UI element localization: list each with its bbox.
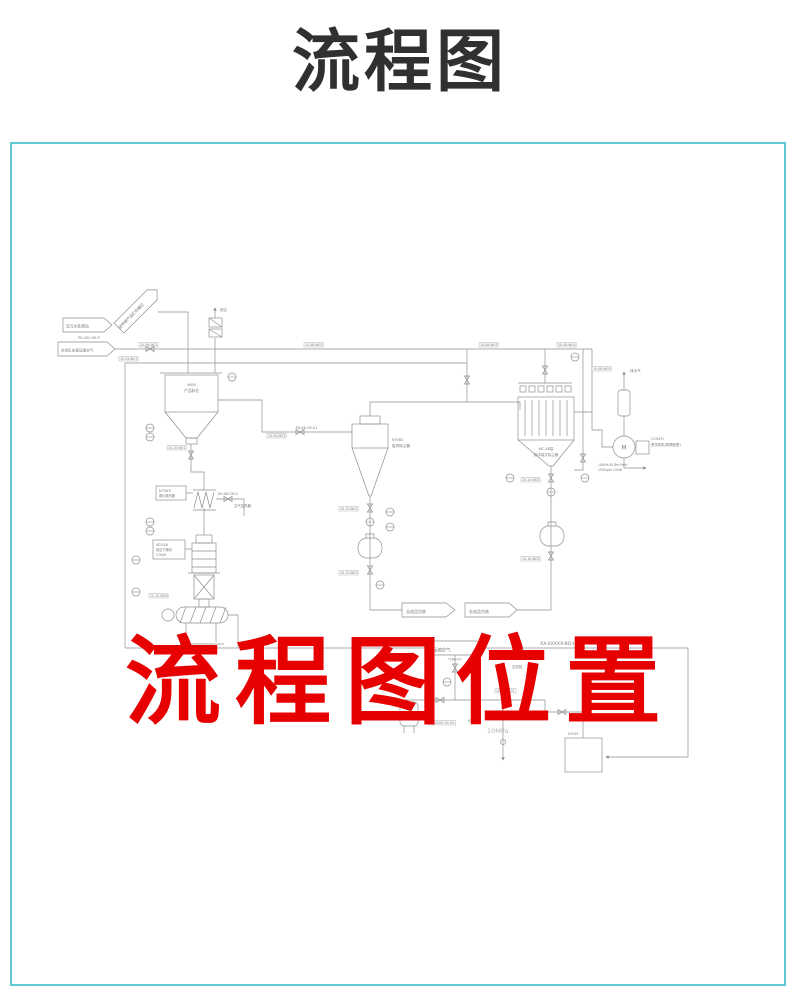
bottom-equipment: [399, 701, 603, 773]
svg-text:*50m³/h: *50m³/h: [448, 658, 462, 662]
svg-text:10-08-W03: 10-08-W03: [480, 343, 498, 347]
banner-compressed-air: [427, 640, 486, 656]
svg-text:翅片换热器: 翅片换热器: [159, 493, 176, 498]
svg-text:放空: 放空: [220, 307, 227, 312]
svg-text:10-08-W04: 10-08-W04: [558, 343, 576, 347]
svg-text:真空干燥机: 真空干燥机: [156, 547, 173, 552]
svg-text:10-08-W01: 10-08-W01: [140, 343, 158, 347]
svg-text:10-10-W06: 10-10-W06: [150, 594, 168, 598]
svg-text:10-10-W01: 10-10-W01: [168, 446, 186, 450]
svg-text:W08: W08: [187, 382, 196, 387]
cyclone-separator: [351, 415, 389, 497]
svg-text:罗茨风机(附隔音罩): 罗茨风机(附隔音罩): [651, 442, 681, 447]
pipelines: [115, 307, 689, 761]
svg-text:来自反应釜压缩空气: 来自反应釜压缩空气: [61, 348, 94, 353]
bag-filter: [517, 382, 575, 467]
svg-text:去成品包装: 去成品包装: [469, 608, 489, 614]
svg-text:PG-30C-HE-P: PG-30C-HE-P: [78, 336, 100, 340]
diagram-frame: [10, 142, 786, 986]
svg-text:10-10-W03: 10-10-W03: [340, 571, 358, 575]
svg-text:M7567I: M7567I: [159, 489, 171, 493]
svg-text:XX-XXXXX-BO-H1E: XX-XXXXX-BO-H1E: [540, 641, 582, 647]
svg-text:10-09-W02: 10-09-W02: [268, 434, 286, 438]
svg-text:M: M: [621, 445, 626, 452]
svg-text:10MPa: 10MPa: [487, 727, 509, 735]
svg-text:10-0000-00-00: 10-0000-00-00: [430, 721, 454, 725]
svg-text:10-08-W05: 10-08-W05: [593, 367, 611, 371]
svg-text:SH-08-GE12: SH-08-GE12: [218, 492, 238, 496]
svg-text:5.5kW: 5.5kW: [156, 553, 167, 557]
vacuum-dryer: [152, 534, 229, 645]
svg-text:MC-48袋: MC-48袋: [539, 446, 554, 451]
svg-text:C25XTI: C25XTI: [651, 437, 664, 441]
svg-text:1500rpm 22kW: 1500rpm 22kW: [598, 468, 622, 472]
svg-text:10-08-W02: 10-08-W02: [305, 343, 323, 347]
banner-product-out: [113, 289, 158, 334]
svg-text:KY545: KY545: [568, 732, 578, 736]
svg-text:空气加热器: 空气加热器: [234, 503, 252, 508]
watermark-text: 流程图位置: [125, 626, 675, 738]
svg-text:排大气: 排大气: [630, 368, 641, 373]
svg-text:10-09-W01: 10-09-W01: [120, 357, 138, 361]
svg-text:去成品包装: 去成品包装: [406, 608, 426, 614]
page-title: 流程图: [291, 23, 508, 102]
svg-text:KY562: KY562: [468, 719, 479, 723]
svg-text:脉冲袋式除尘器: 脉冲袋式除尘器: [534, 452, 559, 457]
banner-to-packing-2: [464, 602, 518, 618]
svg-text:PA-08-GE-01: PA-08-GE-01: [296, 426, 317, 430]
svg-text:产品料仓: 产品料仓: [184, 388, 199, 393]
product-hopper: [160, 317, 223, 445]
flow-banners: [57, 289, 518, 656]
svg-text:10-10-W02: 10-10-W02: [340, 507, 358, 511]
roots-blower: [612, 389, 650, 459]
discharge-vessels: [357, 521, 565, 559]
heat-exchanger: [155, 485, 216, 511]
svg-text:旋风除尘器: 旋风除尘器: [392, 443, 410, 448]
svg-text:M214XI: M214XI: [156, 543, 168, 547]
svg-text:空压机: 空压机: [512, 664, 523, 669]
svg-text:去污水处理站: 去污水处理站: [66, 324, 89, 329]
svg-text:10-10-W05: 10-10-W05: [522, 557, 540, 561]
svg-text:-40kPa 45.8m³/min: -40kPa 45.8m³/min: [598, 463, 628, 467]
svg-text:KY565: KY565: [392, 438, 403, 442]
banner-to-packing-1: [401, 602, 456, 618]
banner-air-in: [57, 341, 116, 357]
svg-text:10-10-W04: 10-10-W04: [522, 478, 540, 482]
svg-text:10-0000-01: 10-0000-01: [496, 689, 515, 693]
svg-text:压缩空气: 压缩空气: [433, 647, 451, 654]
banner-wastewater: [62, 317, 113, 333]
